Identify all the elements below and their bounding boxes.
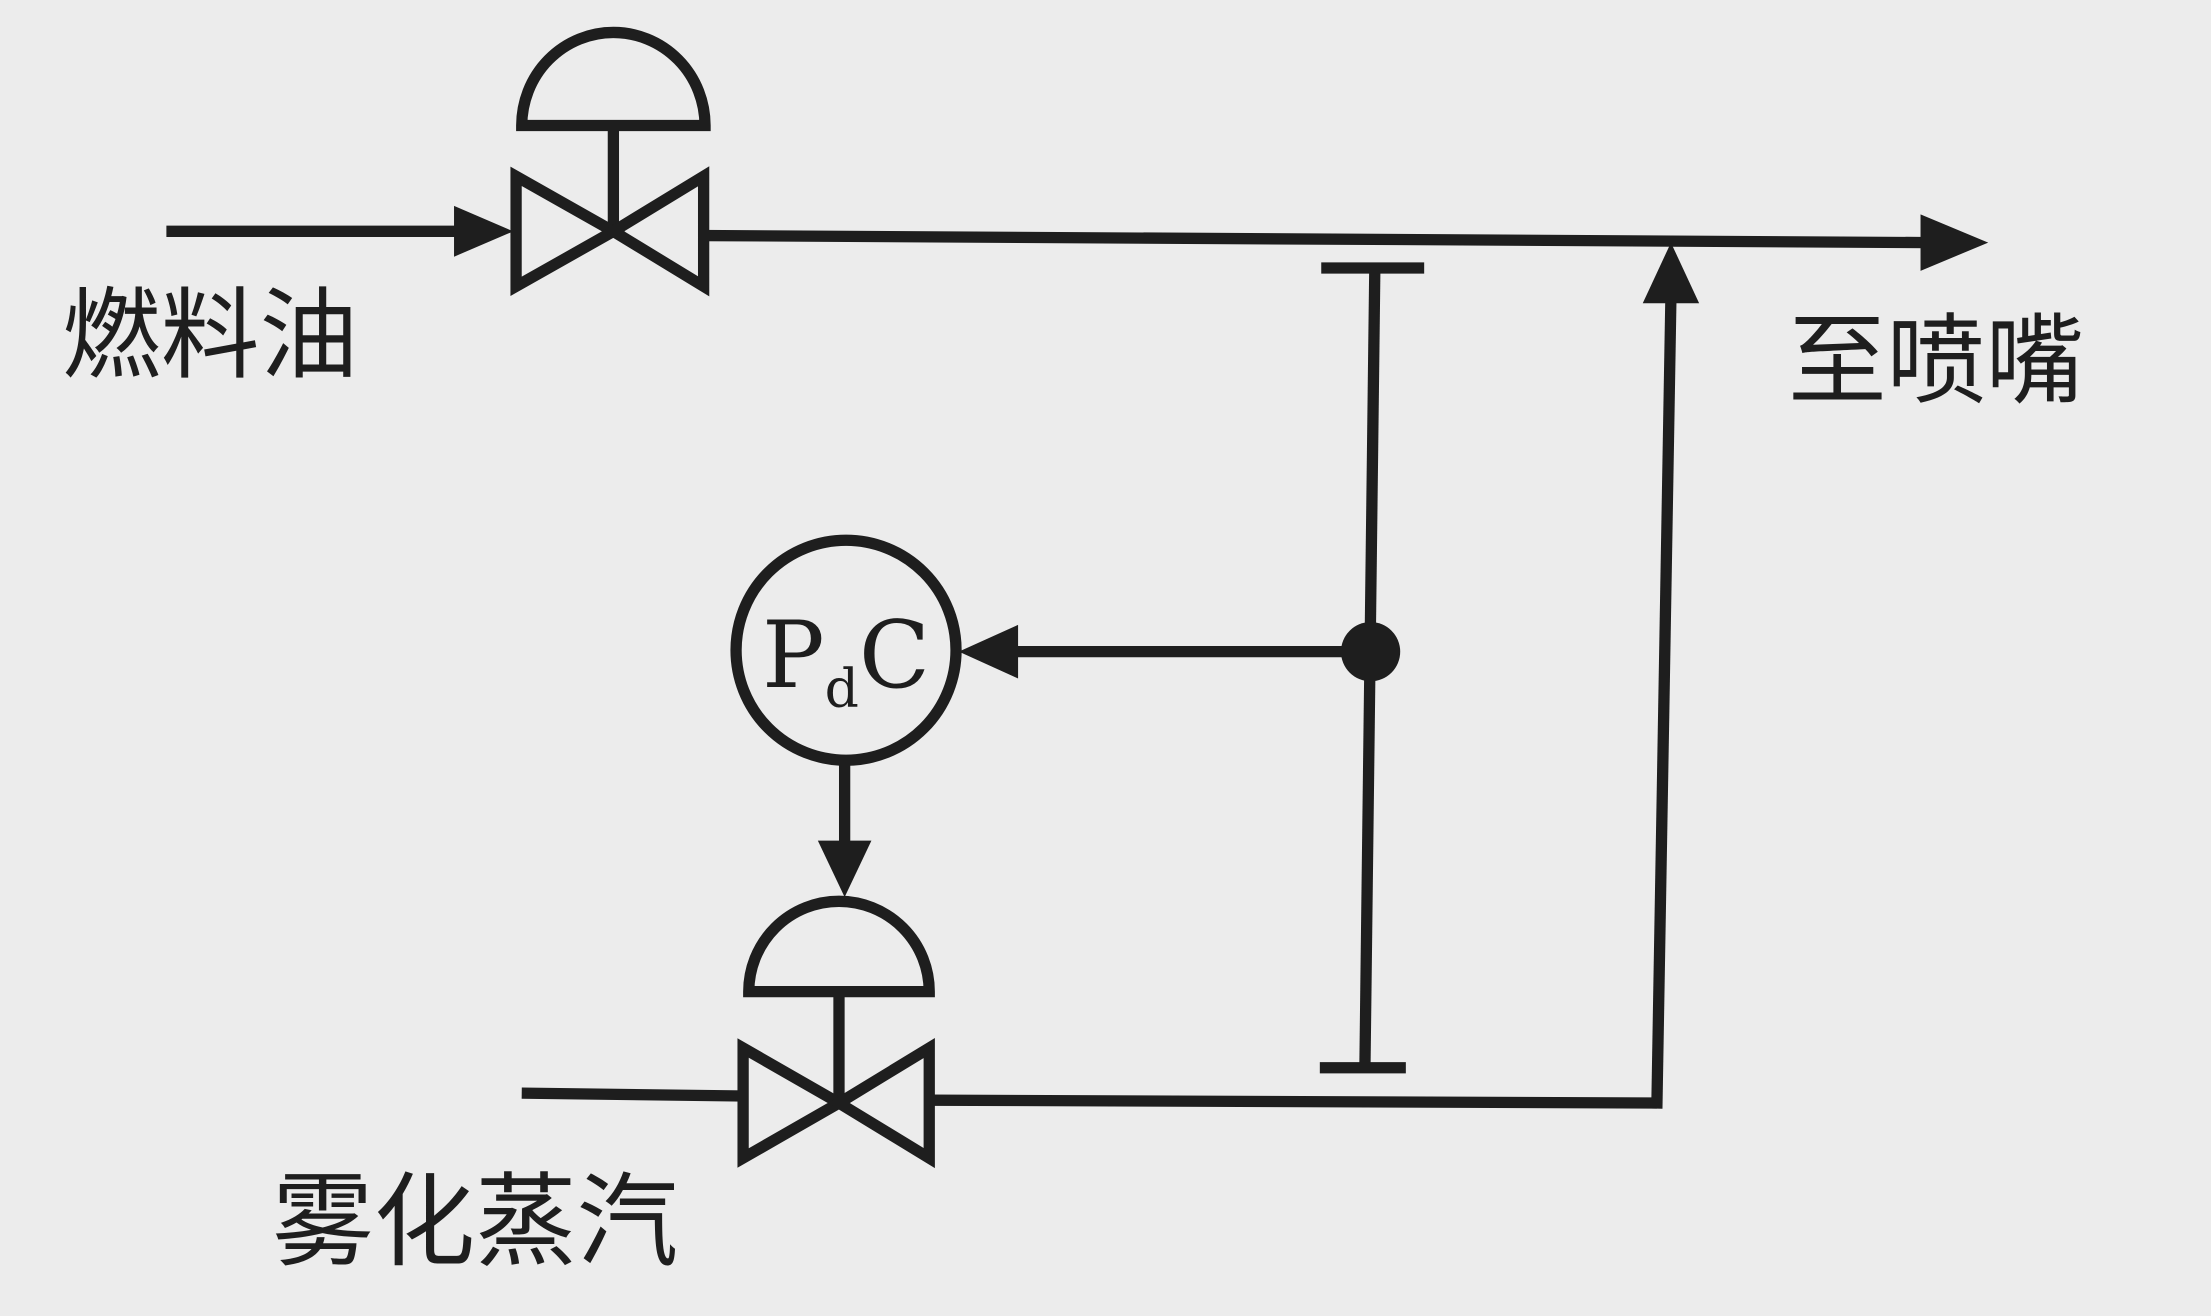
signal-arrow-to-steam-valve	[817, 840, 872, 898]
steam-valve-actuator	[743, 895, 935, 998]
fuel-outlet-line	[703, 229, 1932, 249]
atomizing-steam-label: 雾化蒸汽	[272, 1163, 678, 1281]
steam-riser-line	[1651, 296, 1677, 1109]
steam-riser-arrow	[1642, 242, 1700, 304]
controller-tag: PdC	[762, 601, 930, 720]
steam-valve-body-left	[737, 1038, 851, 1168]
controller-tag-main: P	[762, 601, 825, 709]
dp-tap-node	[1340, 622, 1401, 682]
fuel-oil-label: 燃料油	[62, 279, 358, 394]
fuel-valve-actuator	[516, 26, 711, 132]
fuel-valve-body-left	[510, 166, 625, 297]
to-nozzle-arrow	[1920, 214, 1989, 271]
controller-tag-suffix: C	[859, 601, 930, 709]
fuel-inlet-arrow	[454, 205, 514, 257]
controller-tag-subscript: d	[825, 657, 859, 720]
steam-inlet-line	[521, 1087, 744, 1102]
signal-arrow-to-controller	[958, 624, 1019, 679]
fuel-valve-body-right	[602, 166, 710, 297]
steam-outlet-line	[929, 1094, 1657, 1109]
to-nozzle-label: 至喷嘴	[1788, 304, 2084, 419]
steam-control-valve[interactable]	[737, 895, 935, 1169]
fuel-control-valve[interactable]	[510, 26, 711, 297]
steam-valve-body-right	[828, 1037, 935, 1169]
